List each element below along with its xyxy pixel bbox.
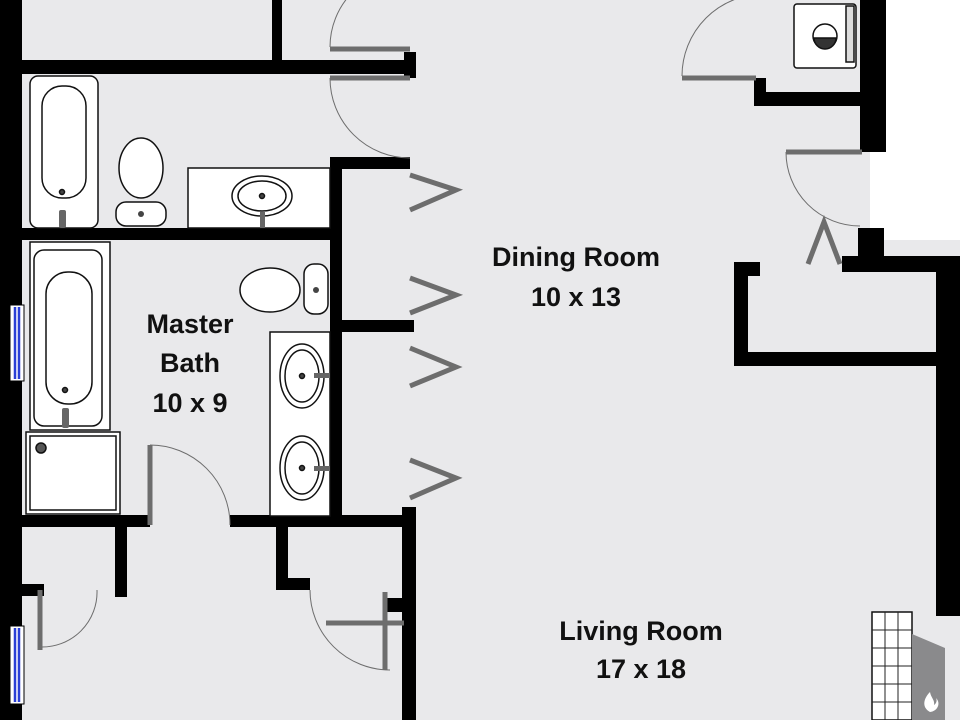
doors	[37, 0, 862, 671]
master-bath-dimensions: 10 x 9	[152, 388, 227, 418]
master-bath-label-line1: Master	[146, 309, 234, 339]
wall-bath-bottom-right	[230, 515, 410, 527]
wall-upper-horizontal	[0, 60, 415, 74]
wall-right-living	[936, 262, 960, 616]
door-swing-master-bath	[149, 444, 231, 526]
dining-room-label: Dining Room	[492, 242, 660, 272]
dining-room-dimensions: 10 x 13	[531, 282, 621, 312]
window-bath	[9, 304, 25, 382]
door-swing-right	[785, 151, 861, 227]
washer-icon	[793, 3, 857, 69]
fixtures	[25, 3, 945, 720]
door-swing-top	[329, 0, 347, 48]
toilet-icon	[239, 263, 329, 315]
wall-closet-right-stub	[386, 598, 410, 612]
shower-icon	[25, 431, 121, 515]
room-labels: Master Bath 10 x 9 Dining Room 10 x 13 L…	[146, 242, 722, 684]
wall-right-horizontal	[842, 256, 960, 272]
door-swing-laundry	[681, 0, 735, 77]
bathtub-icon	[29, 75, 99, 229]
window-lower	[9, 625, 25, 705]
wall-dining-mid-stub	[342, 320, 414, 332]
wall-living-left	[402, 507, 416, 720]
closet-door-icon	[409, 172, 843, 501]
wall-closet-left-return	[276, 578, 310, 590]
wall-closet-left	[276, 527, 288, 589]
wall-upper-stub	[404, 52, 416, 78]
wall-lower-left-closet	[115, 527, 127, 597]
door-swing-lower-left	[39, 589, 98, 648]
door-leaves	[37, 46, 862, 670]
wall-top-closet-divider	[272, 0, 282, 60]
bathtub-icon	[29, 241, 111, 431]
wall-bath-dining	[330, 157, 342, 518]
door-swing-lower-closet	[309, 589, 391, 671]
living-room-dimensions: 17 x 18	[596, 654, 686, 684]
wall-laundry-stub	[754, 78, 766, 106]
wall-bath-bottom-left	[22, 515, 150, 527]
sink-icon	[269, 331, 331, 517]
wall-closet-bottom	[734, 352, 944, 366]
flame-icon	[924, 692, 939, 712]
wall-closet-left-side	[734, 262, 748, 366]
wall-right-exterior-top	[860, 0, 886, 152]
door-swing-dining	[329, 77, 411, 159]
sink-icon	[187, 167, 331, 229]
wall-dining-top-stub	[330, 157, 410, 169]
toilet-icon	[115, 137, 167, 227]
master-bath-label-line2: Bath	[160, 348, 220, 378]
windows	[9, 304, 25, 705]
wall-bath-divider	[0, 228, 340, 240]
wall-laundry-bottom	[754, 92, 872, 106]
living-room-label: Living Room	[559, 616, 723, 646]
fireplace-icon	[871, 611, 945, 720]
